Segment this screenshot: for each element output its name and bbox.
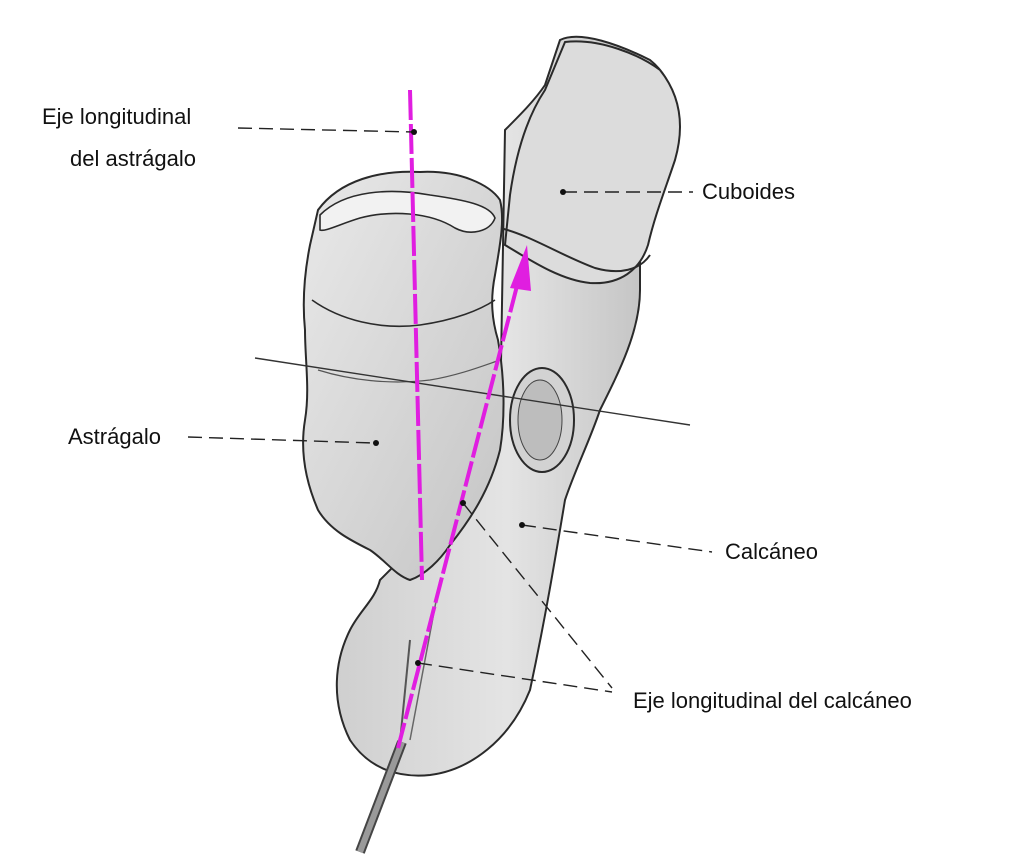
cuboid-bone [503,40,681,285]
screw [355,579,441,854]
leader-talus-axis [237,127,415,133]
talus-axis-line [408,89,424,581]
leader-calcaneus [521,524,713,553]
leader-lines [187,127,713,693]
label-talus-axis-line2: del astrágalo [70,146,196,171]
cuboid-joint [499,227,651,273]
dot-talus [373,440,379,446]
calcaneus-axis-arrowhead [510,245,531,291]
reference-line [254,357,691,426]
sustentaculum-inner [517,379,563,461]
leader-talus [187,436,375,444]
label-talus-axis-line1: Eje longitudinal [42,104,192,129]
dot-calc-axis-2 [415,660,421,666]
label-cuboid: Cuboides [702,179,795,204]
label-talus: Astrágalo [68,424,161,449]
anchor-dots [373,129,566,666]
label-calcaneus-axis: Eje longitudinal del calcáneo [633,688,912,713]
leader-calc-axis-1 [462,502,613,689]
talus-facet [317,359,501,383]
calcaneus-axis-line [396,281,520,749]
talus-neck [311,299,496,328]
label-calcaneus: Calcáneo [725,539,818,564]
dot-calc-axis-1 [460,500,466,506]
talus-bone [302,170,505,582]
talus-head [319,190,496,233]
leader-calc-axis-2 [417,662,613,693]
dot-talus-axis [411,129,417,135]
dot-cuboid [560,189,566,195]
dot-calcaneus [519,522,525,528]
